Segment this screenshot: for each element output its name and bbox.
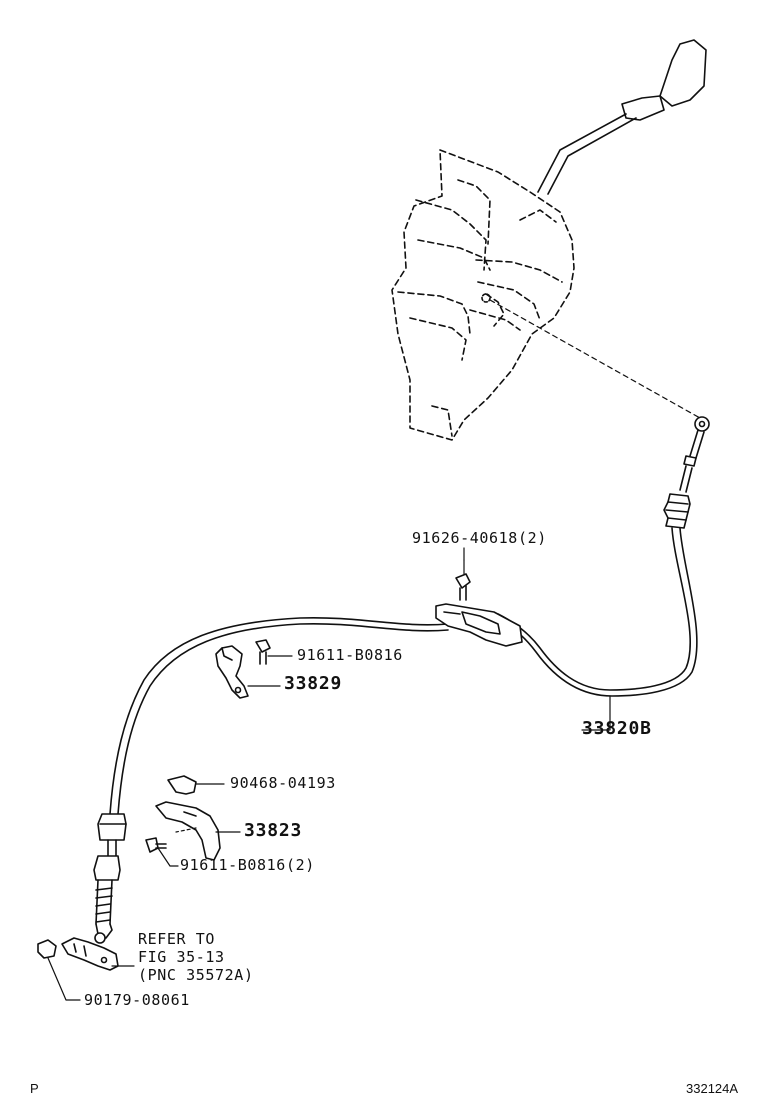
reference-note-line2: FIG 35-13	[138, 948, 225, 966]
leader-33820B	[581, 695, 611, 731]
cable-clamp	[435, 603, 523, 647]
label-33823: 33823	[244, 820, 303, 841]
leader-90179	[47, 957, 81, 1001]
retainer	[167, 775, 197, 795]
bolt-upper-clamp	[455, 573, 471, 601]
bolt-upper	[255, 639, 271, 665]
label-91626-40618: 91626-40618(2)	[412, 529, 547, 547]
bracket-33829	[215, 645, 249, 699]
cable-end-lower	[93, 813, 127, 944]
shift-lever-rod	[537, 113, 627, 193]
label-91611-b0816: 91611-B0816	[297, 646, 403, 664]
bracket-33823	[155, 801, 221, 861]
connection-line-lever	[489, 299, 701, 419]
cable-end-lever	[663, 416, 710, 529]
footer-figure-id: 332124A	[686, 1081, 739, 1096]
nut	[37, 939, 57, 959]
reference-note-line1: REFER TO	[138, 930, 216, 948]
shift-control-lever-lower	[61, 937, 119, 971]
footer-page-marker: P	[30, 1081, 39, 1096]
label-91611-b0816-2: 91611-B0816(2)	[180, 856, 315, 874]
shift-lever-housing	[391, 149, 575, 441]
shift-lever-knob	[621, 39, 707, 121]
reference-note-line3: (PNC 35572A)	[138, 966, 254, 984]
label-33829: 33829	[284, 673, 343, 694]
control-cable	[109, 527, 698, 815]
label-33820b: 33820B	[582, 718, 652, 739]
label-90179-08061: 90179-08061	[84, 991, 190, 1009]
leader-91611-lower	[157, 847, 179, 867]
bolt-lower	[145, 837, 167, 853]
label-90468-04193: 90468-04193	[230, 774, 336, 792]
